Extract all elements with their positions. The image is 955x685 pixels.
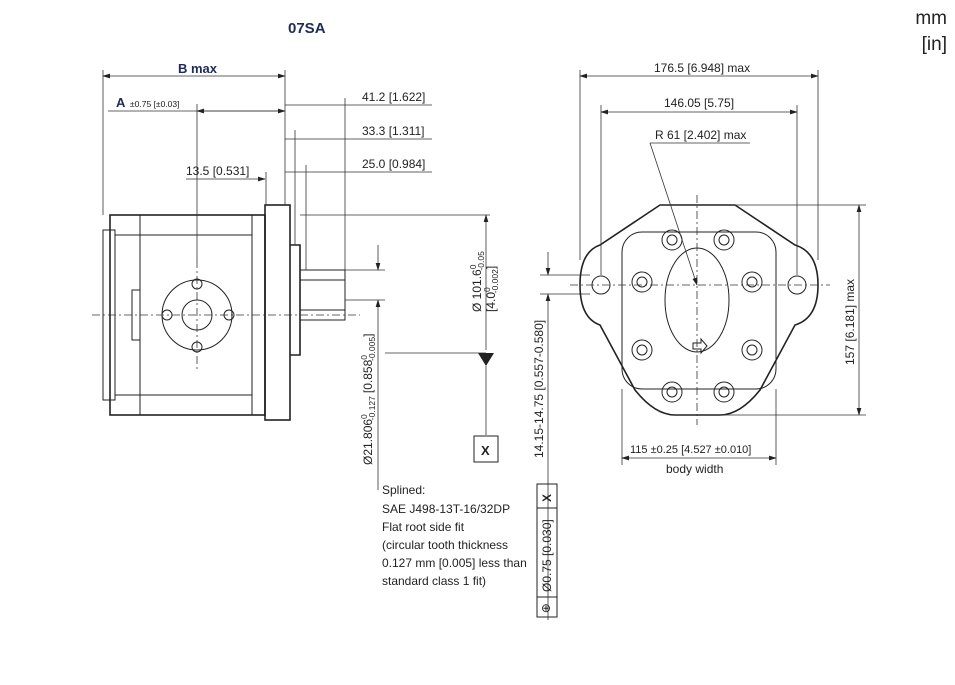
pilot-in-tol-lower: -0.002 xyxy=(490,269,500,293)
units-primary: mm xyxy=(915,8,947,29)
shaft-length: 14.15-14.75 [0.557-0.580] xyxy=(532,320,546,458)
pilot-in-tol-upper: 0 xyxy=(482,287,492,292)
pilot-dia: Ø 101.6 xyxy=(470,269,484,312)
datum-x: X xyxy=(481,443,490,458)
spline-note-line: SAE J498-13T-16/32DP xyxy=(382,502,510,516)
shaft-dia: Ø21.806 xyxy=(361,419,375,465)
spline-note-line: Flat root side fit xyxy=(382,520,465,534)
shaft-in-close: ] xyxy=(361,334,375,337)
dim-overall-width: 176.5 [6.948] max xyxy=(654,61,750,75)
shaft-in-tol-upper: 0 xyxy=(359,355,369,360)
svg-text:[4.00-0.002]: [4.00-0.002] xyxy=(482,266,500,312)
front-view: 176.5 [6.948] max 146.05 [5.75] R 61 [2.… xyxy=(570,61,866,476)
pilot-tol-upper: 0 xyxy=(468,264,478,269)
position-value: Ø0.75 [0.030] xyxy=(540,519,554,592)
pilot-in-close: ] xyxy=(484,266,498,269)
shaft-tol-upper: 0 xyxy=(359,414,369,419)
a-label: A xyxy=(116,95,126,110)
body-width-dim: 115 ±0.25 [4.527 ±0.010] xyxy=(630,444,751,456)
dim-41: 41.2 [1.622] xyxy=(362,90,425,104)
a-tolerance: ±0.75 [±0.03] xyxy=(130,99,180,109)
b-max-label: B max xyxy=(178,61,218,76)
dim-25: 25.0 [0.984] xyxy=(362,157,425,171)
body-width-label: body width xyxy=(666,462,723,476)
units-label: mm [in] xyxy=(915,6,947,58)
svg-text:Ø21.8060-0.127[0.8580-0.005]: Ø21.8060-0.127[0.8580-0.005] xyxy=(359,334,377,465)
datum-triangle xyxy=(478,353,494,366)
units-secondary: [in] xyxy=(921,34,947,55)
pilot xyxy=(290,244,301,356)
dim-33: 33.3 [1.311] xyxy=(362,124,425,138)
dim-13: 13.5 [0.531] xyxy=(186,164,249,178)
spline-note-line: standard class 1 fit) xyxy=(382,574,486,588)
side-view: B max A ±0.75 [±0.03] 41.2 [1.622] 33.3 … xyxy=(92,61,590,620)
shaft-dia-in: [0.858 xyxy=(361,359,375,393)
mounting-flange xyxy=(264,204,291,421)
spline-note: Splined: SAE J498-13T-16/32DP Flat root … xyxy=(382,483,527,588)
pilot-tol-lower: -0.05 xyxy=(476,251,486,271)
position-tolerance-frame: X Ø0.75 [0.030] ⊕ xyxy=(536,483,558,618)
spline-note-line: (circular tooth thickness xyxy=(382,538,508,552)
spline-note-line: 0.127 mm [0.005] less than xyxy=(382,556,527,570)
position-datum: X xyxy=(540,494,554,502)
rotation-arrow-icon xyxy=(692,337,708,355)
drawing-title: 07SA xyxy=(288,20,326,37)
splined-shaft xyxy=(299,269,346,321)
shaft-in-tol-lower: -0.005 xyxy=(367,337,377,361)
position-icon: ⊕ xyxy=(541,601,551,615)
pilot-dia-in: [4.0 xyxy=(484,292,498,312)
shaft-tol-lower: -0.127 xyxy=(367,396,377,420)
height-dim: 157 [6.181] max xyxy=(843,279,857,365)
radius-dim: R 61 [2.402] max xyxy=(655,128,746,142)
datum-x-box xyxy=(473,435,499,463)
dim-bolt-spacing: 146.05 [5.75] xyxy=(664,96,734,110)
spline-note-line: Splined: xyxy=(382,483,425,497)
flange-outline xyxy=(579,204,819,416)
svg-text:Ø 101.60-0.05: Ø 101.60-0.05 xyxy=(468,251,486,312)
